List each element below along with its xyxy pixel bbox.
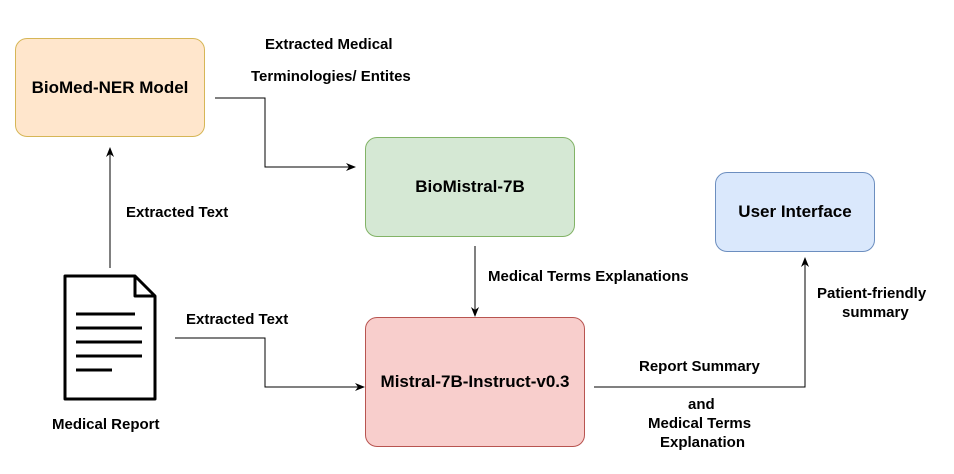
edge-mistral-ui-label-terms: Medical Terms <box>648 415 752 432</box>
user-interface-label: User Interface <box>738 202 852 221</box>
edge-ui-label-summary: summary <box>842 304 909 321</box>
edge-mistral-ui-label-summary: Report Summary <box>639 358 760 375</box>
edge-report-ner-label: Extracted Text <box>126 204 229 221</box>
medical-report-label: Medical Report <box>52 416 160 433</box>
biomistral-label: BioMistral-7B <box>415 177 525 196</box>
user-interface-node: User Interface <box>715 172 875 252</box>
biomed-ner-model-label: BioMed-NER Model <box>31 77 189 97</box>
biomistral-node: BioMistral-7B <box>365 137 575 237</box>
edge-ner-biomistral-label-line1: Extracted Medical <box>265 36 393 53</box>
edge-report-mistral-label: Extracted Text <box>186 311 289 328</box>
edge-biomistral-mistral-label: Medical Terms Explanations <box>488 268 689 285</box>
edge-ner-to-biomistral <box>215 97 356 171</box>
document-icon <box>63 274 157 401</box>
edge-mistral-ui-label-and: and <box>688 396 715 413</box>
edge-ner-biomistral-label-line2: Terminologies/ Entites <box>251 68 411 85</box>
edge-mistral-ui-label-explanation: Explanation <box>660 434 746 451</box>
mistral-instruct-node: Mistral-7B-Instruct-v0.3 <box>365 317 585 447</box>
edge-report-to-mistral <box>175 337 365 391</box>
edge-ui-label-patient-friendly: Patient-friendly <box>817 285 927 302</box>
mistral-instruct-label: Mistral-7B-Instruct-v0.3 <box>380 372 570 391</box>
edge-mistral-to-ui <box>594 257 809 388</box>
biomed-ner-model-node: BioMed-NER Model <box>15 38 205 137</box>
